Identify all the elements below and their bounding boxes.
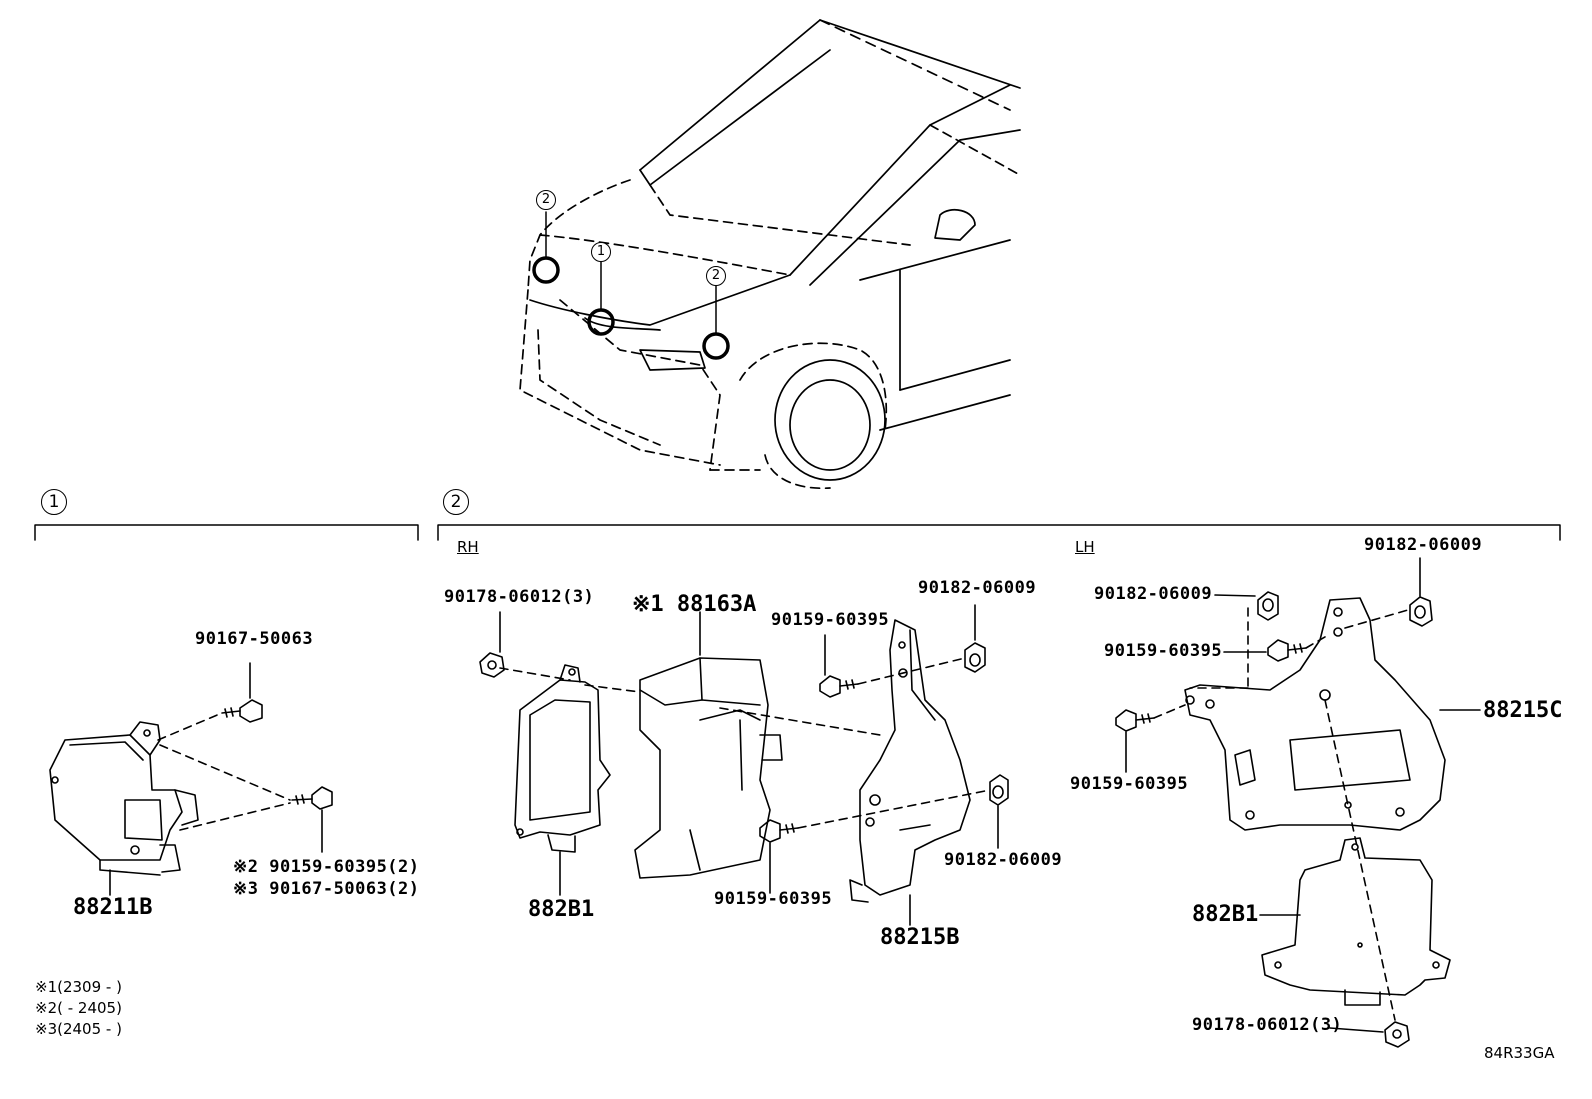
lh-radar-882b1-drawing	[1259, 837, 1451, 1006]
part-label-rh-nut[interactable]: 90178-06012(3)	[444, 587, 595, 607]
part-label-88215c[interactable]: 88215C	[1483, 698, 1563, 723]
sensor-88211b-drawing	[49, 721, 199, 896]
vehicle-callout-1: 1	[591, 242, 611, 262]
p1-bolt-low-drawing	[291, 786, 333, 853]
sensor-location-3	[702, 332, 730, 360]
sensor-location-2	[587, 308, 615, 336]
rh-bracket-88215b-drawing	[849, 619, 971, 926]
rh-clip-bottom-drawing	[989, 774, 1009, 849]
part-label-p1-note3[interactable]: ※3 90167-50063(2)	[233, 879, 420, 899]
part-label-rh-882b1[interactable]: 882B1	[528, 897, 595, 922]
part-label-lh-882b1[interactable]: 882B1	[1192, 902, 1259, 927]
section-2-marker: 2	[443, 489, 469, 515]
section-1-marker: 1	[41, 489, 67, 515]
lh-clip-left-drawing	[1214, 591, 1279, 621]
lh-label: LH	[1075, 538, 1095, 556]
rh-bolt-top-drawing	[819, 634, 859, 698]
p1-dashed-assembly-lines	[157, 712, 291, 831]
p1-bolt-top-drawing	[221, 662, 263, 723]
part-label-lh-bolt-low[interactable]: 90159-60395	[1070, 774, 1189, 794]
part-label-lh-clip-right[interactable]: 90182-06009	[1364, 535, 1483, 555]
part-label-rh-bolt-top[interactable]: 90159-60395	[771, 610, 890, 630]
rh-cover-88163a-drawing	[634, 611, 783, 879]
lh-dashed-assembly-lines	[1153, 607, 1409, 1021]
rh-dashed-assembly-lines	[499, 657, 991, 829]
part-label-lh-clip-left[interactable]: 90182-06009	[1094, 584, 1213, 604]
part-label-rh-clip-top[interactable]: 90182-06009	[918, 578, 1037, 598]
lh-bolt-mid-drawing	[1223, 639, 1307, 662]
part-label-p1-note2[interactable]: ※2 90159-60395(2)	[233, 857, 420, 877]
vehicle-callout-2-left: 2	[536, 190, 556, 210]
lh-bracket-88215c-drawing	[1184, 597, 1481, 831]
lh-bolt-low-drawing	[1115, 709, 1155, 773]
part-label-lh-nut[interactable]: 90178-06012(3)	[1192, 1015, 1343, 1035]
part-label-rh-clip-bottom[interactable]: 90182-06009	[944, 850, 1063, 870]
part-label-rh-bolt-bottom[interactable]: 90159-60395	[714, 889, 833, 909]
part-label-88163a[interactable]: ※1 88163A	[632, 592, 757, 617]
footnote-2: ※2( - 2405)	[35, 999, 122, 1017]
lh-nut-drawing	[1329, 1021, 1410, 1048]
part-label-88211b[interactable]: 88211B	[73, 895, 153, 920]
drawing-code: 84R33GA	[1484, 1044, 1555, 1062]
rh-clip-top-drawing	[964, 604, 986, 673]
rh-radar-882b1-drawing	[514, 664, 611, 896]
lh-clip-right-drawing	[1409, 557, 1433, 627]
part-label-p1-bolt-top[interactable]: 90167-50063	[195, 629, 314, 649]
section-brackets	[34, 524, 1561, 541]
footnote-1: ※1(2309 - )	[35, 978, 122, 996]
footnote-3: ※3(2405 - )	[35, 1020, 122, 1038]
rh-nut-drawing	[479, 611, 505, 678]
rh-label: RH	[457, 538, 479, 556]
part-label-88215b[interactable]: 88215B	[880, 925, 960, 950]
vehicle-callout-2-right: 2	[706, 266, 726, 286]
sensor-location-1	[532, 256, 560, 284]
vehicle-sensor-callouts	[532, 211, 730, 360]
part-label-lh-bolt-mid[interactable]: 90159-60395	[1104, 641, 1223, 661]
rh-bolt-bottom-drawing	[759, 819, 799, 894]
